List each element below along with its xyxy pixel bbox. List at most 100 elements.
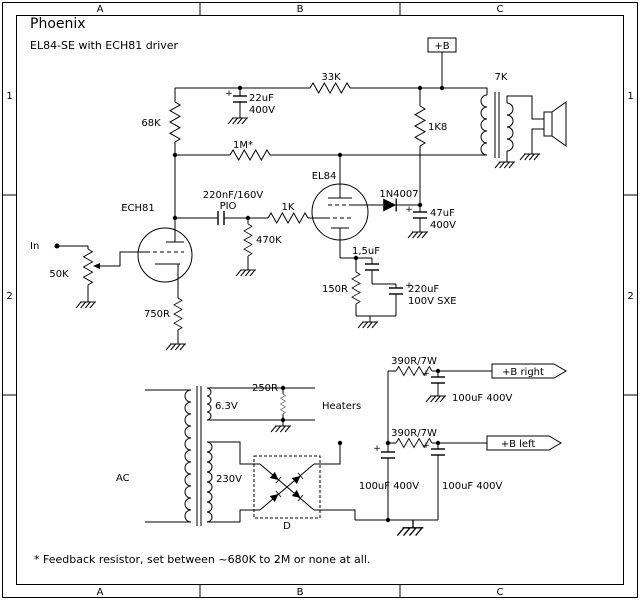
label-33k: 33K [321, 72, 341, 83]
label-1f5uf: 1,5uF [352, 246, 380, 257]
ech81-leads [174, 218, 179, 338]
grid-row-1-right: 1 [627, 91, 633, 102]
label-100uf-right: 100uF 400V [452, 393, 512, 404]
bplus-flag [427, 37, 457, 53]
label-47uf-voltage: 400V [430, 220, 456, 231]
grid-col-b-top: B [297, 4, 304, 15]
ground-icon [494, 155, 516, 169]
label-1k8: 1K8 [428, 122, 447, 133]
grid-col-c-bottom: C [497, 587, 504, 598]
label-22uf: 22uF [249, 93, 274, 104]
resistor-1k [267, 212, 309, 224]
bplus-right-label: +B right [502, 367, 544, 378]
label-150r: 150R [322, 284, 348, 295]
resistor-150r [351, 271, 361, 305]
supply-terminals: +B +B right +B left [427, 37, 567, 451]
label-230v: 230V [216, 474, 242, 485]
ground-icon [270, 419, 292, 433]
resistor-750r [173, 297, 183, 331]
label-47uf: 47uF [430, 208, 455, 219]
label-ac: AC [116, 473, 130, 484]
polarity-47uf: + [405, 205, 413, 215]
diode-1n4007 [382, 197, 397, 213]
ground-icon [75, 295, 97, 309]
ground-icon [425, 389, 447, 403]
speaker-icon [543, 101, 567, 147]
ground-icon-main [396, 519, 425, 537]
cap-22uf [232, 95, 248, 103]
label-50k: 50K [49, 269, 69, 280]
label-22uf-voltage: 400V [249, 105, 275, 116]
resistor-250r [280, 393, 286, 415]
resistors [83, 82, 433, 448]
opt-primary-winding [480, 94, 488, 156]
label-bridge-d: D [283, 521, 291, 532]
cap-1f5uf [364, 263, 380, 271]
ground-icon [407, 225, 429, 239]
rectifier-bridge [253, 455, 321, 519]
label-220uf: 220uF [408, 284, 439, 295]
cap-100uf-left [430, 448, 446, 456]
bridge-io-wires [207, 441, 356, 523]
grid-col-c-top: C [497, 4, 504, 15]
label-el84: EL84 [312, 171, 337, 182]
label-coupling-cap: 220nF/160V [203, 190, 264, 201]
pot-wiper-arrow [93, 263, 100, 269]
polarity-22uf: + [225, 89, 233, 99]
wires [57, 52, 544, 523]
label-ech81: ECH81 [121, 203, 155, 214]
heater-winding [206, 387, 212, 421]
label-750r: 750R [144, 309, 170, 320]
footnote: * Feedback resistor, set between ~680K t… [34, 553, 370, 566]
resistor-470k [243, 223, 253, 257]
speaker-body [543, 111, 553, 137]
page-title: Phoenix [30, 16, 86, 32]
grid-row-2-right: 2 [627, 291, 633, 302]
label-470k: 470K [256, 235, 282, 246]
mains-input-wires [145, 389, 191, 523]
hv-winding [206, 441, 213, 523]
grid-col-a-bottom: A [97, 587, 104, 598]
label-100uf-left: 100uF 400V [442, 481, 502, 492]
component-labels: In 33K 7K 22uF 400V 68K 1M* 1K8 220nF/16… [30, 72, 512, 532]
resistor-1k8 [414, 105, 426, 147]
mains-transformer [184, 386, 213, 526]
label-feedback-1m: 1M* [233, 140, 253, 151]
polarity-100uf-raw: + [373, 444, 381, 454]
grid-row-2-left: 2 [6, 291, 12, 302]
page-subtitle: EL84-SE with ECH81 driver [30, 39, 179, 52]
cap-220uf [388, 287, 404, 295]
label-1k: 1K [282, 202, 295, 213]
cap-47uf [412, 211, 428, 219]
junction-dots [54, 85, 445, 523]
ground-symbols [75, 111, 541, 537]
el84-cathode-net [339, 228, 397, 317]
tube-el84-envelope [311, 183, 369, 241]
cap-coupling-220nf [217, 210, 225, 226]
bridge-enclosure [253, 455, 321, 519]
grid-row-1-left: 1 [6, 91, 12, 102]
bplus-left-flag [486, 435, 562, 451]
label-390r-left: 390R/7W [391, 428, 437, 439]
label-1n4007: 1N4007 [379, 189, 418, 200]
speaker-wires [506, 95, 544, 156]
tubes [137, 183, 369, 283]
ground-icon [357, 315, 379, 329]
label-68k: 68K [141, 118, 161, 129]
label-250r: 250R [252, 383, 278, 394]
speaker-cone [551, 101, 567, 147]
grid-wiper-wire [100, 251, 146, 267]
mains-primary-winding [184, 389, 192, 523]
label-6v3: 6.3V [215, 401, 238, 412]
ground-icon [519, 147, 541, 161]
bplus-rail-wire [175, 87, 488, 95]
grid-col-b-bottom: B [297, 587, 304, 598]
heater-wires [207, 387, 315, 421]
potentiometer-50k [83, 248, 93, 286]
label-390r-right: 390R/7W [391, 356, 437, 367]
psu-branch-wires [387, 370, 492, 444]
input-label: In [30, 241, 39, 252]
bridge-diagonals [259, 463, 315, 511]
